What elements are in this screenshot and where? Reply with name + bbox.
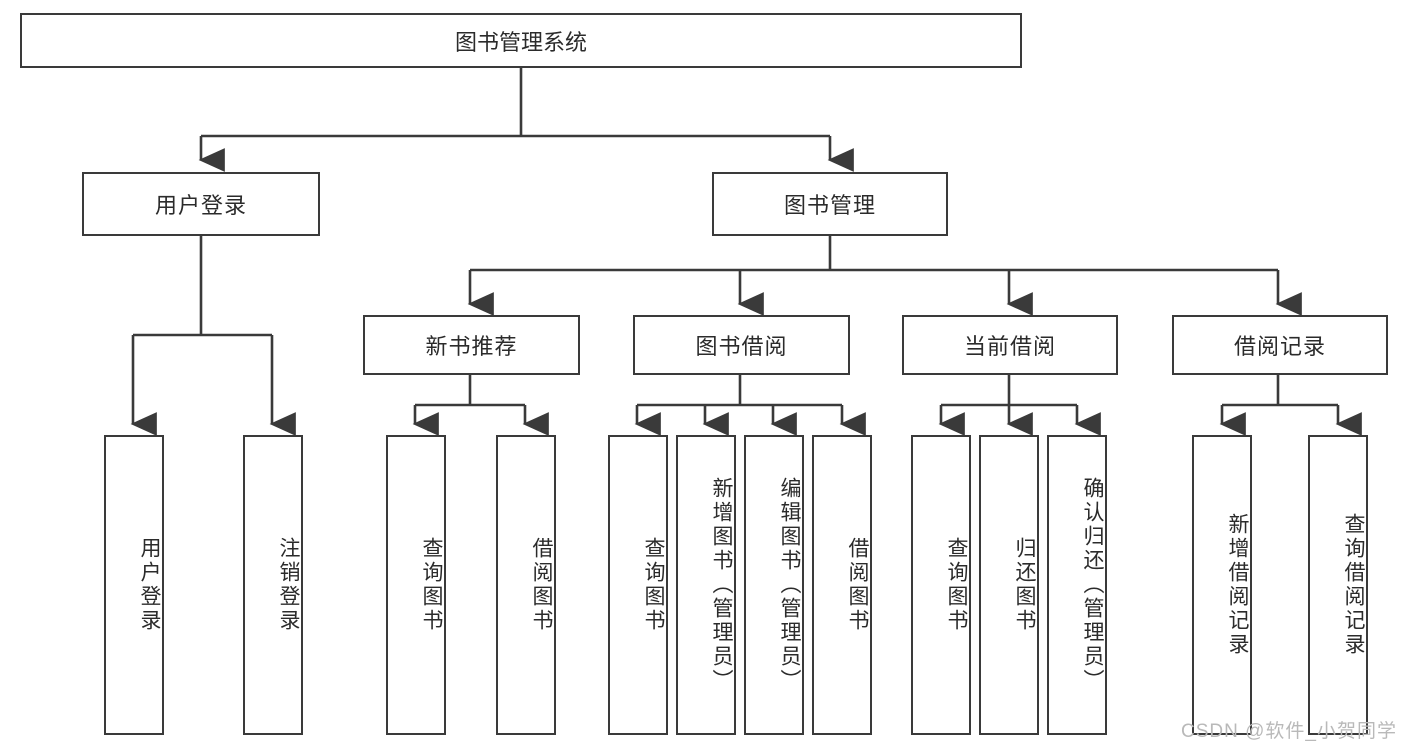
leaf-current-confirm-return[interactable]: 确认归还（管理员）	[1047, 435, 1107, 735]
node-label: 图书借阅	[695, 334, 788, 359]
node-borrow-record[interactable]: 借阅记录	[1172, 315, 1388, 375]
watermark-text: CSDN @软件_小贺同学	[1181, 721, 1397, 742]
node-user-login[interactable]: 用户登录	[82, 172, 320, 236]
leaf-user-login[interactable]: 用户登录	[104, 435, 164, 735]
node-new-book-recommend[interactable]: 新书推荐	[363, 315, 580, 375]
node-label: 图书管理	[783, 193, 876, 218]
node-label: 归还图书	[1013, 537, 1036, 633]
node-book-management[interactable]: 图书管理	[712, 172, 948, 236]
node-label: 用户登录	[154, 193, 247, 218]
node-label: 新增借阅记录	[1226, 513, 1249, 657]
node-label: 新增图书（管理员）	[710, 477, 733, 693]
node-label: 确认归还（管理员）	[1081, 477, 1104, 693]
node-label: 编辑图书（管理员）	[778, 477, 801, 693]
leaf-new-borrow-book[interactable]: 借阅图书	[496, 435, 556, 735]
node-label: 借阅图书	[846, 537, 869, 633]
leaf-borrow-add-book[interactable]: 新增图书（管理员）	[676, 435, 736, 735]
leaf-current-query-book[interactable]: 查询图书	[911, 435, 971, 735]
node-label: 图书管理系统	[454, 29, 587, 55]
node-current-borrow[interactable]: 当前借阅	[902, 315, 1118, 375]
node-label: 查询图书	[642, 537, 665, 633]
leaf-record-query[interactable]: 查询借阅记录	[1308, 435, 1368, 735]
node-label: 查询图书	[420, 537, 443, 633]
node-label: 查询借阅记录	[1342, 513, 1365, 657]
node-label: 借阅记录	[1233, 334, 1326, 359]
leaf-logout[interactable]: 注销登录	[243, 435, 303, 735]
node-label: 借阅图书	[530, 537, 553, 633]
leaf-current-return-book[interactable]: 归还图书	[979, 435, 1039, 735]
node-label: 用户登录	[138, 537, 161, 633]
node-label: 新书推荐	[425, 334, 518, 359]
node-label: 查询图书	[945, 537, 968, 633]
leaf-borrow-edit-book[interactable]: 编辑图书（管理员）	[744, 435, 804, 735]
leaf-new-query-book[interactable]: 查询图书	[386, 435, 446, 735]
node-book-borrow[interactable]: 图书借阅	[633, 315, 850, 375]
node-root-system[interactable]: 图书管理系统	[20, 13, 1022, 68]
leaf-borrow-query-book[interactable]: 查询图书	[608, 435, 668, 735]
leaf-record-add[interactable]: 新增借阅记录	[1192, 435, 1252, 735]
node-label: 当前借阅	[963, 334, 1056, 359]
leaf-borrow-borrow-book[interactable]: 借阅图书	[812, 435, 872, 735]
node-label: 注销登录	[277, 537, 300, 633]
